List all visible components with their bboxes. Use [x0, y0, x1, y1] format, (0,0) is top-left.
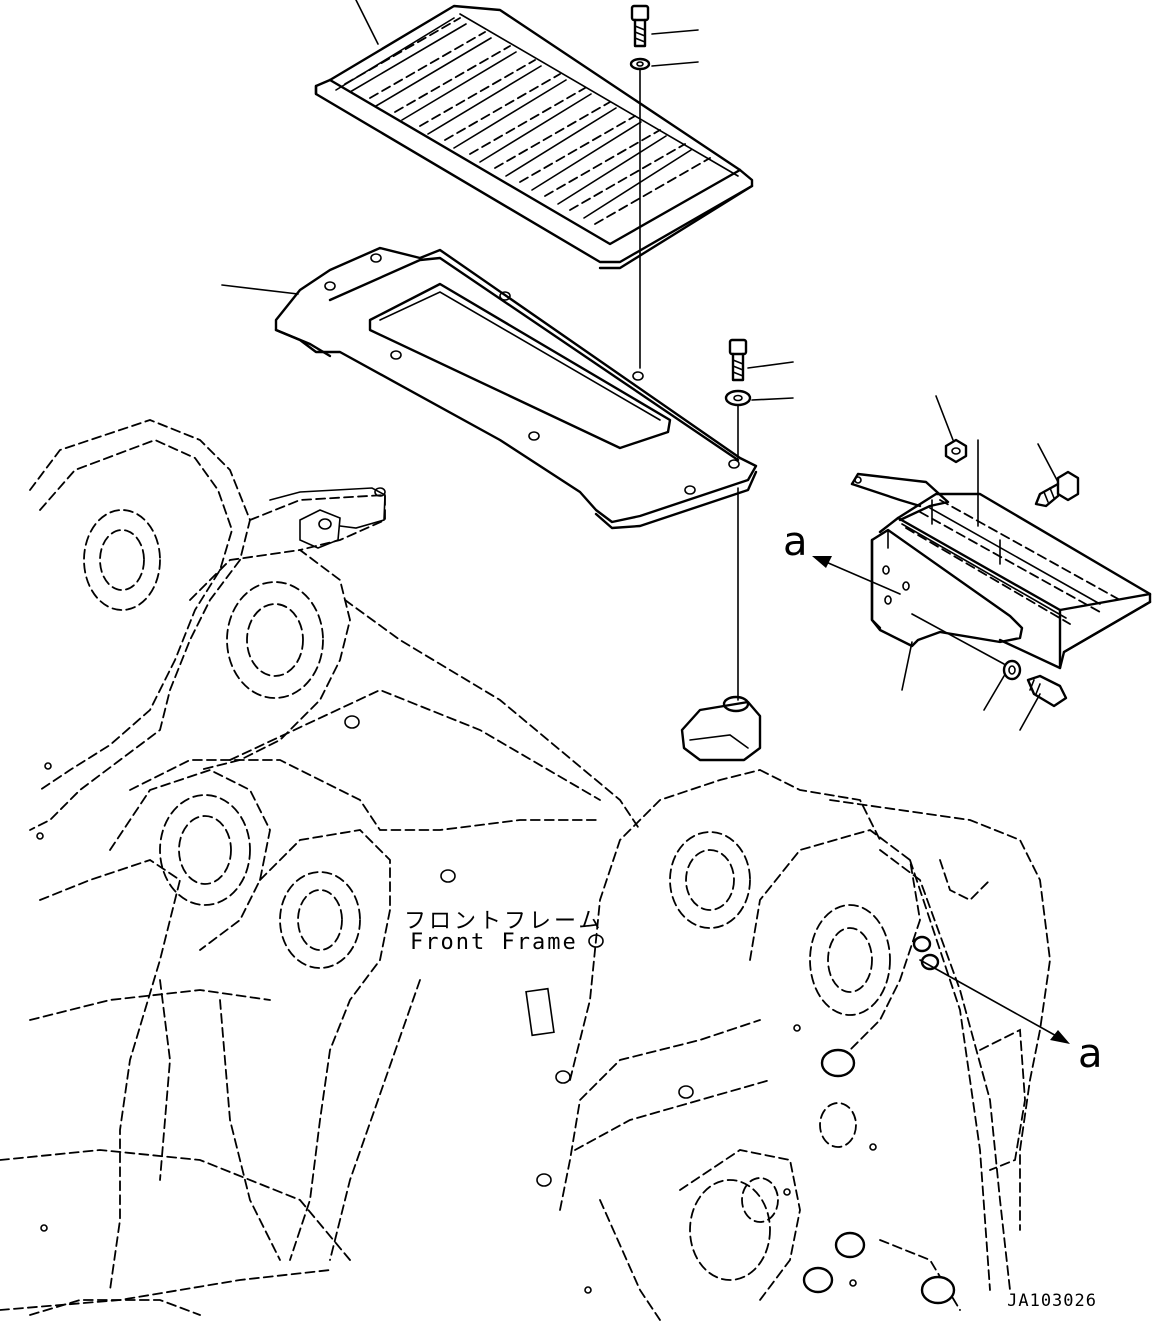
- view-label-a-lower: a: [1078, 1031, 1103, 1077]
- mount-boss: [680, 695, 762, 762]
- washer-top: [629, 57, 651, 71]
- assembly-axis-lines: [639, 69, 739, 701]
- front-frame-label-en: Front Frame: [410, 930, 578, 955]
- bolt-top: [630, 4, 650, 48]
- tower-bracket: [269, 487, 386, 549]
- grating-step: [314, 4, 754, 270]
- step-frame-plate: [274, 246, 758, 530]
- drawing-id: JA103026: [1007, 1291, 1097, 1311]
- washer-middle: [724, 389, 752, 407]
- front-frame-outline: [0, 419, 1051, 1321]
- bolt-middle: [728, 338, 748, 382]
- view-arrow-a-lower: [919, 959, 1070, 1044]
- front-frame-label-jp: フロントフレーム: [404, 909, 604, 934]
- view-label-a-upper: a: [783, 519, 808, 565]
- view-arrow-a-upper: [812, 556, 901, 595]
- leader-lines: [221, 0, 1059, 731]
- side-step-assembly: [850, 438, 1152, 708]
